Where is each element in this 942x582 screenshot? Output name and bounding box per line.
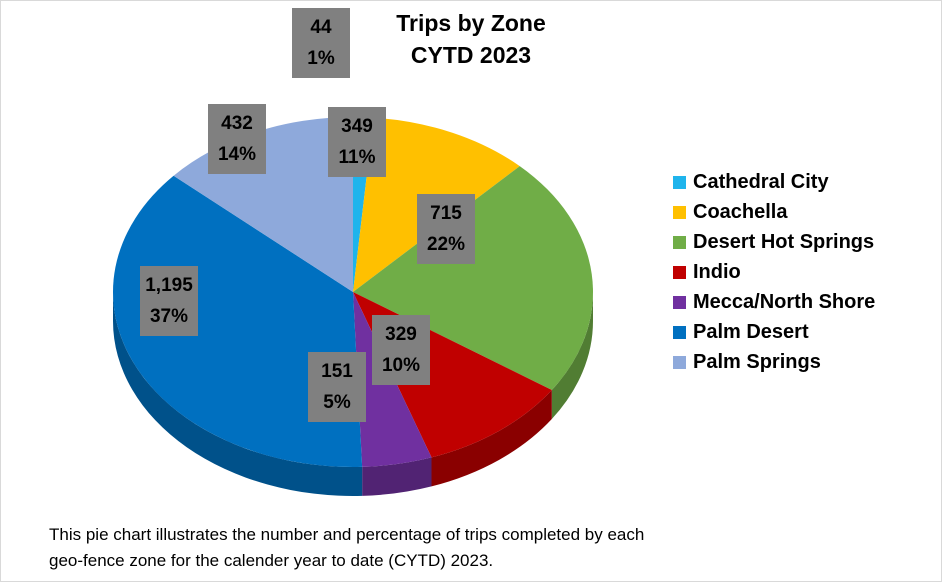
slice-side-indio [431,390,552,487]
legend-label: Cathedral City [693,170,829,193]
data-label-value: 1,195 [145,275,193,296]
legend-label: Palm Desert [693,320,809,343]
legend-label: Coachella [693,200,788,223]
pie-chart: 441%34911%71522%32910%1515%1,19537%43214… [112,8,593,496]
data-label-percent: 22% [427,234,465,255]
legend-item-mecca-north-shore: Mecca/North Shore [673,287,875,317]
data-label-box [308,352,366,422]
data-label-box [372,315,430,385]
legend-item-palm-desert: Palm Desert [673,317,875,347]
slice-side-mecca-north-shore [362,457,432,496]
pie-slice-desert-hot-springs [353,166,593,391]
legend-item-cathedral-city: Cathedral City [673,167,875,197]
data-label-cathedral-city: 441% [292,8,350,78]
pie-depth [113,292,593,496]
data-label-percent: 11% [339,147,376,168]
pie-data-labels: 441%34911%71522%32910%1515%1,19537%43214… [140,8,475,422]
legend-item-indio: Indio [673,257,875,287]
data-label-percent: 14% [218,144,256,165]
data-label-value: 432 [221,113,253,134]
legend-item-palm-springs: Palm Springs [673,347,875,377]
data-label-value: 715 [430,203,462,224]
data-label-value: 151 [321,361,353,382]
data-label-percent: 10% [382,355,420,376]
legend-label: Desert Hot Springs [693,230,875,253]
chart-caption: This pie chart illustrates the number an… [49,522,849,574]
data-label-percent: 37% [150,306,188,327]
legend-label: Palm Springs [693,350,821,373]
chart-title-line1: Trips by Zone [396,10,546,36]
data-label-box [328,107,386,177]
data-label-value: 349 [341,116,373,137]
legend-swatch [673,265,686,279]
legend-swatch [673,295,686,309]
data-label-value: 329 [385,324,417,345]
slice-side-desert-hot-springs [551,292,593,420]
data-label-value: 44 [310,17,332,38]
caption-line-2: geo-fence zone for the calender year to … [49,551,494,570]
chart-title-line2: CYTD 2023 [410,42,532,68]
legend-swatch [673,355,686,369]
data-label-box [140,266,198,336]
data-label-percent: 5% [323,392,351,413]
legend-label: Mecca/North Shore [693,290,876,313]
data-label-box [208,104,266,174]
caption-line-1: This pie chart illustrates the number an… [49,525,645,544]
data-label-palm-desert: 1,195 37% [140,266,198,336]
data-label-percent: 1% [307,48,335,69]
pie-slice-palm-desert [112,175,363,467]
legend-item-coachella: Coachella [673,197,875,227]
legend-item-desert-hot-springs: Desert Hot Springs [673,227,875,257]
data-label-box [417,194,475,264]
legend-label: Indio [693,260,741,283]
legend-swatch [673,175,686,189]
chart-title: Trips by Zone CYTD 2023 [341,7,601,71]
legend-swatch [673,205,686,219]
data-label-box [292,8,350,78]
legend-swatch [673,325,686,339]
slice-side-palm-desert [113,292,363,496]
legend-swatch [673,235,686,249]
